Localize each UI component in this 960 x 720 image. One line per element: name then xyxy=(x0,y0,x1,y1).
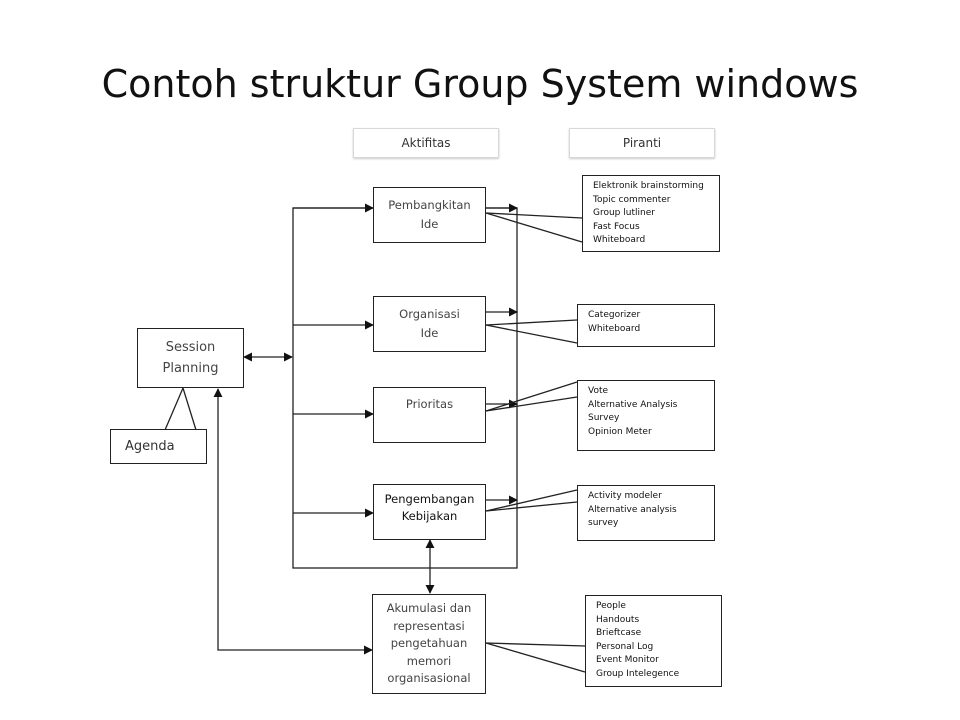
tool-item: People xyxy=(596,601,626,611)
fan-line xyxy=(485,501,578,512)
agenda-callout-pointer xyxy=(164,386,197,431)
activity-label: Prioritas xyxy=(405,397,454,411)
fan-line xyxy=(485,212,583,219)
tool-item: Activity modeler xyxy=(588,491,662,501)
agenda-box: Agenda xyxy=(110,429,207,464)
tool-item: Personal Log xyxy=(596,641,654,652)
tool-item: Whiteboard xyxy=(588,323,641,334)
session-planning-box: Session Planning xyxy=(137,328,244,388)
agenda-label: Agenda xyxy=(125,439,175,454)
fan-line xyxy=(485,212,583,243)
tool-item: Elektronik brainstorming xyxy=(593,181,704,191)
activity-label: Pengembangan Kebijakan xyxy=(384,492,475,523)
tool-item: Fast Focus xyxy=(593,221,640,232)
tool-item: Event Monitor xyxy=(596,655,659,665)
tool-item: Whiteboard xyxy=(593,235,646,245)
activity-box-pengembangan: Pengembangan Kebijakan xyxy=(373,484,486,540)
fan-line xyxy=(485,396,578,412)
fan-line xyxy=(485,489,578,512)
activity-box-pembangkitan: Pembangkitan Ide xyxy=(373,187,486,243)
session-planning-label: Session Planning xyxy=(162,340,219,376)
tool-item: Alternative Analysis xyxy=(588,399,678,410)
page-title: Contoh struktur Group System windows xyxy=(101,62,859,106)
fan-line xyxy=(485,381,578,412)
tools-box-prioritas: Vote Alternative Analysis Survey Opinion… xyxy=(577,380,715,451)
tools-box-pembangkitan: Elektronik brainstorming Topic commenter… xyxy=(582,175,720,252)
tool-item: survey xyxy=(588,518,619,528)
column-header-tools: Piranti xyxy=(569,128,715,158)
tool-item: Survey xyxy=(588,413,620,423)
column-header-activities: Aktifitas xyxy=(353,128,499,158)
tool-item: Handouts xyxy=(596,614,640,625)
fan-line xyxy=(485,324,578,344)
tool-item: Opinion Meter xyxy=(588,426,652,437)
tool-item: Topic commenter xyxy=(593,194,671,205)
tools-box-knowledge: People Handouts Brieftcase Personal Log … xyxy=(585,595,722,687)
fan-line xyxy=(485,642,586,673)
arrow-session-knowledge xyxy=(213,388,373,655)
tool-item: Categorizer xyxy=(588,310,641,320)
tool-item: Vote xyxy=(588,386,609,396)
tools-box-pengembangan: Activity modeler Alternative analysis su… xyxy=(577,485,715,541)
tools-box-organisasi: Categorizer Whiteboard xyxy=(577,304,715,347)
activity-box-prioritas: Prioritas xyxy=(373,387,486,443)
activity-box-organisasi: Organisasi Ide xyxy=(373,296,486,352)
tool-item: Group Intelegence xyxy=(596,668,680,679)
knowledge-label: Akumulasi dan representasi pengetahuan m… xyxy=(386,601,472,686)
activity-label: Organisasi Ide xyxy=(399,307,460,340)
fan-line xyxy=(485,642,586,647)
tool-item: Brieftcase xyxy=(596,628,642,638)
tool-item: Group lutliner xyxy=(593,208,655,218)
activity-label: Pembangkitan Ide xyxy=(388,198,471,231)
tool-item: Alternative analysis xyxy=(588,504,677,515)
knowledge-box: Akumulasi dan representasi pengetahuan m… xyxy=(372,594,486,694)
fan-line xyxy=(485,319,578,326)
